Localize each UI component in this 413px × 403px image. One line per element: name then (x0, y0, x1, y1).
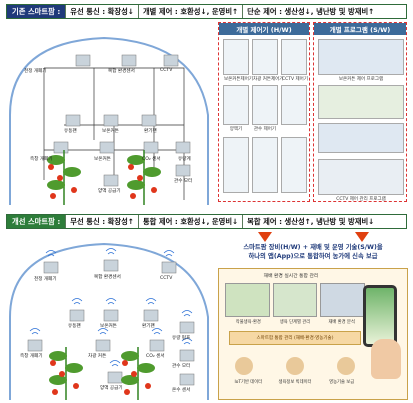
wired-node-label: 측창 개폐기 (30, 157, 53, 162)
banner-segment-control: 개별 제어 : 호환성↓, 운영비↑ (137, 5, 243, 18)
sw-program-panel: 개별 프로그램 (S/W) 보온커튼 제어 프로그램 CCTV 제어 관리 프로… (313, 22, 407, 202)
hand-icon (371, 339, 401, 379)
app-headline: 스마트팜 장비(H/W) + 재배 및 운영 기술(S/W)을 하나의 앱(Ap… (218, 243, 408, 261)
app-row1-label: 재배 환경 분석 (328, 320, 355, 325)
app-bottom-labels: IoT기반 데이터 생육정보 빅데이터 영농기술 보급 (225, 379, 365, 385)
app-integration-diagram: 재배 환경 실시간 통합 관리 작물생육·환경 생육 단계별 관리 재배 환경 … (218, 268, 408, 400)
hw-controller-panel: 개별 제어기 (H/W) 보온커튼제어기 차광 커튼제어기 CCTV 제어기 양… (218, 22, 310, 202)
wired-node-label: 유동팬 (64, 129, 77, 134)
hw-item (281, 85, 307, 125)
wired-node-label: 보온커튼 (94, 157, 111, 162)
wired-node-label: 유량계 (178, 157, 191, 162)
wireless-node-label: 환기팬 (142, 324, 155, 329)
wireless-node-label: CO₂ 센서 (146, 354, 165, 359)
sw-item: 보온커튼 제어 프로그램 (318, 39, 404, 82)
app-bottom-icons (225, 357, 365, 375)
hw-item: CCTV 제어기 (281, 39, 308, 82)
wireless-node-label: 복합 환경센서 (94, 275, 121, 280)
app-row1-labels: 작물생육·환경 생육 단계별 관리 재배 환경 분석 (225, 319, 365, 325)
improved-smartfarm-banner: 개선 스마트팜 : 무선 통신 : 확장성↑ 통합 제어 : 호환성↓, 운영비… (6, 214, 407, 229)
sw-item (318, 85, 404, 119)
wired-node-label: 양액 공급기 (98, 189, 121, 194)
app-headline-line1: 스마트팜 장비(H/W) + 재배 및 운영 기술(S/W)을 (243, 244, 383, 251)
app-row1-label: 생육 단계별 관리 (279, 320, 311, 325)
wireless-node-label: 천정 개폐기 (34, 277, 57, 282)
wired-node-label: 보온커튼 (102, 129, 119, 134)
banner-label: 개선 스마트팜 : (7, 215, 66, 228)
sw-panel-title: 개별 프로그램 (S/W) (314, 23, 406, 35)
wired-greenhouse-diagram (9, 36, 209, 205)
app-bottom-label: 생육정보 빅데이터 (278, 380, 312, 385)
sw-item (318, 123, 404, 153)
wireless-node-label: 양액 공급기 (100, 386, 123, 391)
app-thumb (272, 283, 318, 317)
app-thumb (320, 283, 366, 317)
hw-item: 보온커튼제어기 (223, 39, 253, 82)
hw-item (223, 137, 249, 193)
wireless-node-label: 보온커튼 (100, 324, 117, 329)
app-thumb (225, 283, 270, 317)
existing-smartfarm-banner: 기존 스마트팜 : 유선 통신 : 확장성↓ 개별 제어 : 호환성↓, 운영비… (6, 4, 407, 19)
wireless-node-label: 온수 센서 (172, 388, 191, 393)
wired-node-label: 환기팬 (144, 129, 157, 134)
hw-item: 양액기 (223, 85, 249, 132)
banner-segment-complex: 복합 제어 : 생산성↑, 냉난방 및 방재비↓ (242, 215, 379, 228)
wired-node-label: CO₂ 센서 (142, 157, 161, 162)
banner-label: 기존 스마트팜 : (7, 5, 66, 18)
hw-item (252, 137, 278, 193)
smartphone-icon (363, 285, 397, 347)
wired-node-label: 천정 개폐기 (24, 69, 47, 74)
down-arrow-icon (355, 232, 369, 242)
phone-screen (366, 288, 394, 344)
hw-item (281, 137, 307, 193)
wired-node-label: 관수 모터 (174, 179, 193, 184)
farmer-icon (337, 357, 355, 375)
wireless-node-label: CCTV (160, 276, 173, 281)
wireless-node-label: 유량 펌프 (172, 336, 191, 341)
app-diagram-row (225, 283, 366, 317)
banner-segment-simple: 단순 제어 : 생산성↓, 냉난방 및 방재비↑ (242, 5, 379, 18)
wireless-greenhouse-diagram (9, 242, 209, 400)
iot-icon (235, 357, 253, 375)
wireless-node-label: 관수 모터 (172, 364, 191, 369)
app-diagram-title: 재배 환경 실시간 통합 관리 (263, 274, 319, 279)
banner-segment-control: 통합 제어 : 호환성↓, 운영비↓ (137, 215, 243, 228)
sw-item: CCTV 제어 관리 프로그램 (318, 159, 404, 202)
bigdata-icon (286, 357, 304, 375)
wired-node-label: CCTV (160, 68, 173, 73)
app-headline-line2: 하나의 앱(App)으로 통합하여 농가에 신속 보급 (248, 253, 378, 260)
hw-item: 관수 제어기 (252, 85, 278, 132)
wired-node-label: 복합 환경센서 (108, 69, 135, 74)
hw-panel-title: 개별 제어기 (H/W) (219, 23, 309, 35)
banner-segment-comm: 유선 통신 : 확장성↓ (65, 5, 138, 18)
app-middle-bar: 스마트팜 통합 관리 (재배·환경·영농기술) (229, 331, 361, 345)
banner-segment-comm: 무선 통신 : 확장성↑ (65, 215, 138, 228)
app-row1-label: 작물생육·환경 (235, 320, 261, 325)
down-arrow-icon (258, 232, 272, 242)
app-bottom-label: IoT기반 데이터 (234, 380, 263, 385)
wireless-node-label: 측창 개폐기 (20, 354, 43, 359)
wireless-node-label: 차광 커튼 (88, 354, 107, 359)
app-bottom-label: 영농기술 보급 (329, 380, 355, 385)
hw-item: 차광 커튼제어기 (252, 39, 283, 82)
wireless-node-label: 유동팬 (68, 324, 81, 329)
